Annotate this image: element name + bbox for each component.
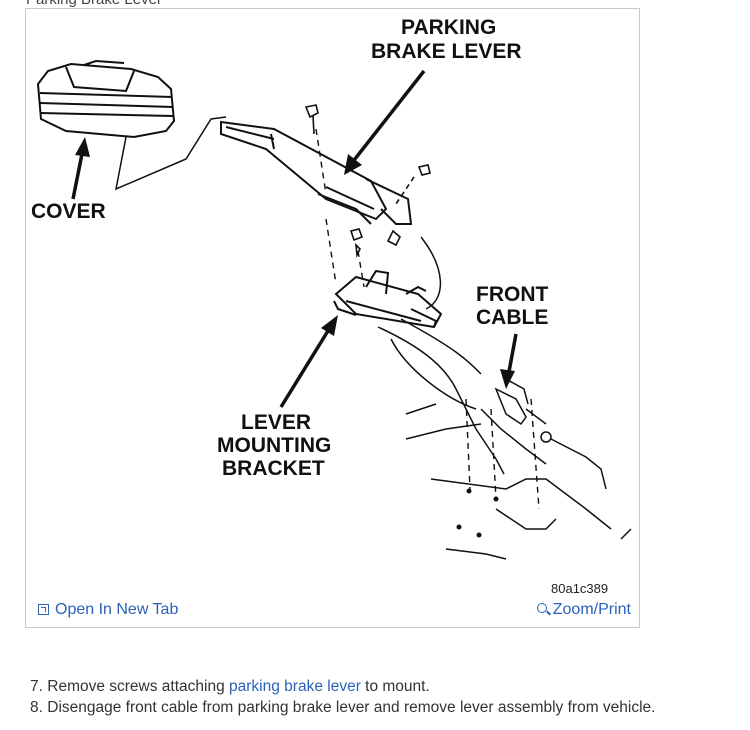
screws: [304, 104, 431, 258]
step-8-number: 8.: [30, 699, 43, 716]
lever-drawing: [220, 120, 413, 225]
step-7-text-before: Remove screws attaching: [47, 678, 230, 695]
image-code: 80a1c389: [551, 581, 609, 596]
figure-container: PARKING BRAKE LEVER COVER FRONT CABLE LE…: [25, 8, 640, 628]
step-7-number: 7.: [30, 678, 43, 695]
open-in-new-tab-link[interactable]: Open In New Tab: [38, 601, 178, 619]
label-front-cable-line2: CABLE: [476, 306, 548, 329]
instruction-steps: 7. Remove screws attaching parking brake…: [30, 676, 655, 718]
callout-arrows: [71, 69, 518, 408]
figure-toolbar: Open In New Tab Zoom/Print: [26, 597, 639, 627]
zoom-print-link[interactable]: Zoom/Print: [536, 601, 631, 619]
label-parking-line2: BRAKE LEVER: [371, 40, 522, 63]
label-lever-line2: MOUNTING: [217, 434, 331, 457]
figure-caption: Parking Brake Lever: [26, 0, 162, 8]
label-parking-line1: PARKING: [401, 16, 496, 39]
open-in-new-tab-label: Open In New Tab: [55, 601, 179, 618]
label-lever-line3: BRACKET: [222, 457, 325, 480]
step-7: 7. Remove screws attaching parking brake…: [30, 676, 655, 697]
cover-drawing: [36, 59, 176, 139]
parking-brake-diagram: PARKING BRAKE LEVER COVER FRONT CABLE LE…: [31, 16, 632, 560]
parking-brake-lever-link[interactable]: parking brake lever: [229, 678, 361, 695]
bracket-drawing: [333, 269, 443, 329]
open-new-tab-icon: [38, 604, 49, 615]
label-lever-line1: LEVER: [241, 411, 311, 434]
label-front-cable-line1: FRONT: [476, 283, 548, 306]
label-cover: COVER: [31, 200, 106, 223]
magnifier-icon: [536, 603, 549, 615]
step-8: 8. Disengage front cable from parking br…: [30, 697, 655, 718]
zoom-print-label: Zoom/Print: [552, 601, 631, 618]
step-7-text-after: to mount.: [360, 678, 430, 695]
step-8-text: Disengage front cable from parking brake…: [47, 699, 656, 716]
